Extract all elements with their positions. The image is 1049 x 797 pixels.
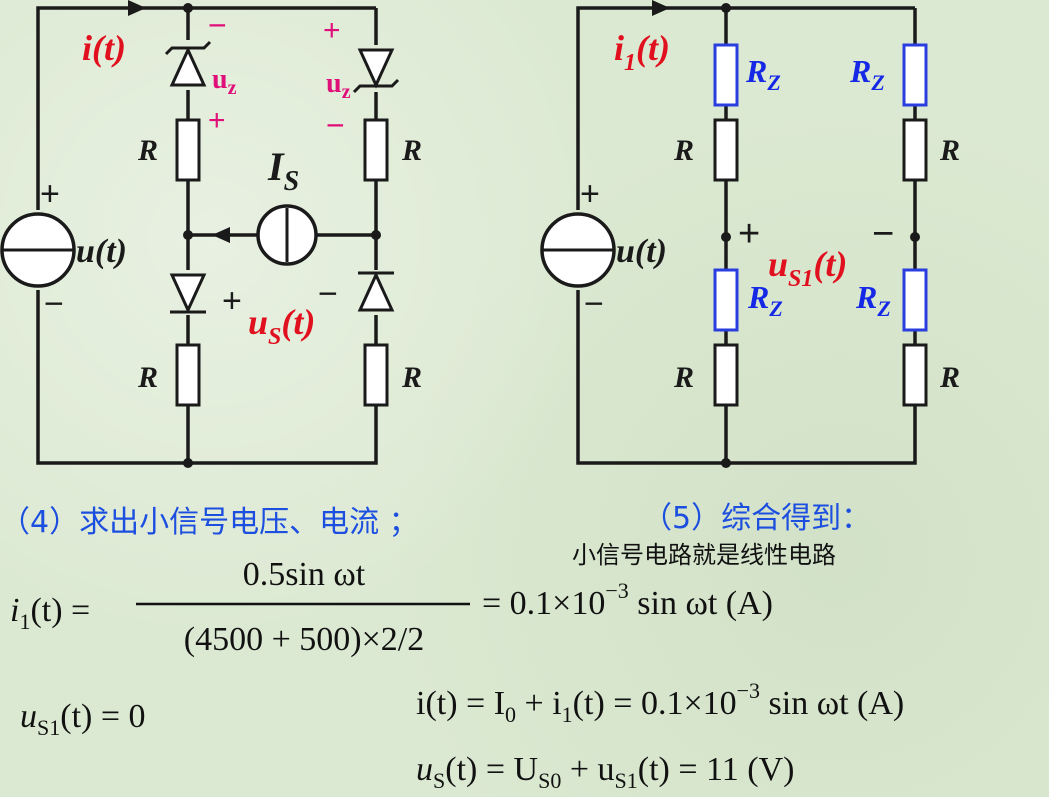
resistor-right-4-icon [902,343,928,407]
zener-diode-left-top-icon [169,46,207,87]
rz-right-3-icon [713,268,739,332]
left-junction-2 [371,230,381,240]
is-arrow-icon [212,227,230,243]
us1-plus: + [738,213,760,255]
step4-text: （4）求出小信号电压、电流 ； [0,505,419,540]
left-uz-label: uz [212,64,237,99]
diode-left-bottom-icon [169,273,207,314]
eq1-rhs: = 0.1×10−3 sin ωt (A) [482,578,773,622]
left-r4-label: R [401,361,422,394]
right-source-label: u(t) [616,233,667,270]
left-current-arrow-icon [128,0,146,16]
right-current-label: i1(t) [614,28,670,76]
diode-right-bottom-icon [357,271,395,312]
equation-1: i1(t) = 0.5sin ωt (4500 + 500)×2/2 = 0.1… [10,556,773,658]
resistor-right-3-icon [713,343,739,407]
eq1-numerator: 0.5sin ωt [243,556,366,593]
right-uz-minus: − [326,107,345,143]
right-source-plus: + [580,175,600,213]
right-wire-outer-bottom [576,290,917,465]
us1-label: uS1(t) [768,244,847,292]
right-r1-label: R [673,134,694,167]
right-r4-label: R [939,361,960,394]
right-junction-3 [721,458,731,468]
right-junction-1 [721,232,731,242]
us1-minus: − [872,213,894,255]
left-uz-plus: + [208,104,226,137]
us-minus: − [318,275,338,313]
left-junction-4 [183,3,193,13]
step5-text: （5）综合得到： [642,501,871,536]
right-r3-label: R [673,361,694,394]
eq3-text: i(t) = I0 + i1(t) = 0.1×10−3 sin ωt (A) [416,678,904,727]
right-wire-outer-left [576,6,726,210]
right-junction-2 [910,232,920,242]
us-plus: + [222,282,242,320]
left-junction-3 [183,458,193,468]
left-r3-label: R [137,361,158,394]
left-r1-label: R [137,134,158,167]
rz-label-4: RZ [855,279,891,321]
equation-2: uS1(t) = 0 [20,698,146,740]
zener-diode-right-top-icon [357,48,395,89]
zener-bar-left-top-icon [164,40,212,56]
linear-circuit-note: 小信号电路就是线性电路 [572,541,836,569]
resistor-right-2-icon [902,118,928,182]
left-uz-minus: − [208,7,227,43]
right-r2-label: R [939,134,960,167]
equation-3: i(t) = I0 + i1(t) = 0.1×10−3 sin ωt (A) [416,678,904,727]
resistor-left-3-icon [175,343,201,407]
eq4-text: uS(t) = US0 + uS1(t) = 11 (V) [416,751,794,793]
right-uz-label: uz [326,68,351,103]
equation-4: uS(t) = US0 + uS1(t) = 11 (V) [416,751,794,793]
resistor-left-1-icon [175,118,201,182]
rz-right-4-icon [902,268,928,332]
rz-right-2-icon [902,43,928,107]
circuit-left: i(t) u(t) + − R R R R IS − uz + + uz − +… [0,0,422,468]
resistor-left-2-icon [363,118,389,182]
left-source-label: u(t) [76,233,127,270]
eq2-text: uS1(t) = 0 [20,698,146,740]
right-source-minus: − [584,285,604,323]
zener-bar-right-top-icon [352,78,400,94]
rz-label-2: RZ [849,53,885,95]
rz-label-1: RZ [745,53,781,95]
left-wire-loop-outer-bottom [36,290,378,465]
resistor-left-4-icon [363,343,389,407]
left-current-label: i(t) [82,28,126,68]
left-junction-1 [183,230,193,240]
left-r2-label: R [401,134,422,167]
is-label: IS [267,144,299,197]
right-current-arrow-icon [652,0,670,16]
right-junction-4 [721,3,731,13]
resistor-right-1-icon [713,118,739,182]
eq1-lhs: i1(t) = [10,592,90,634]
left-source-plus: + [40,175,60,213]
rz-label-3: RZ [747,279,783,321]
right-uz-plus: + [323,14,341,47]
circuit-right: i1(t) u(t) + − RZ RZ RZ RZ R R R R + − u… [540,0,960,468]
eq1-denominator: (4500 + 500)×2/2 [184,621,424,658]
rz-right-1-icon [713,43,739,107]
left-source-minus: − [44,285,64,323]
us-label: uS(t) [248,302,315,350]
